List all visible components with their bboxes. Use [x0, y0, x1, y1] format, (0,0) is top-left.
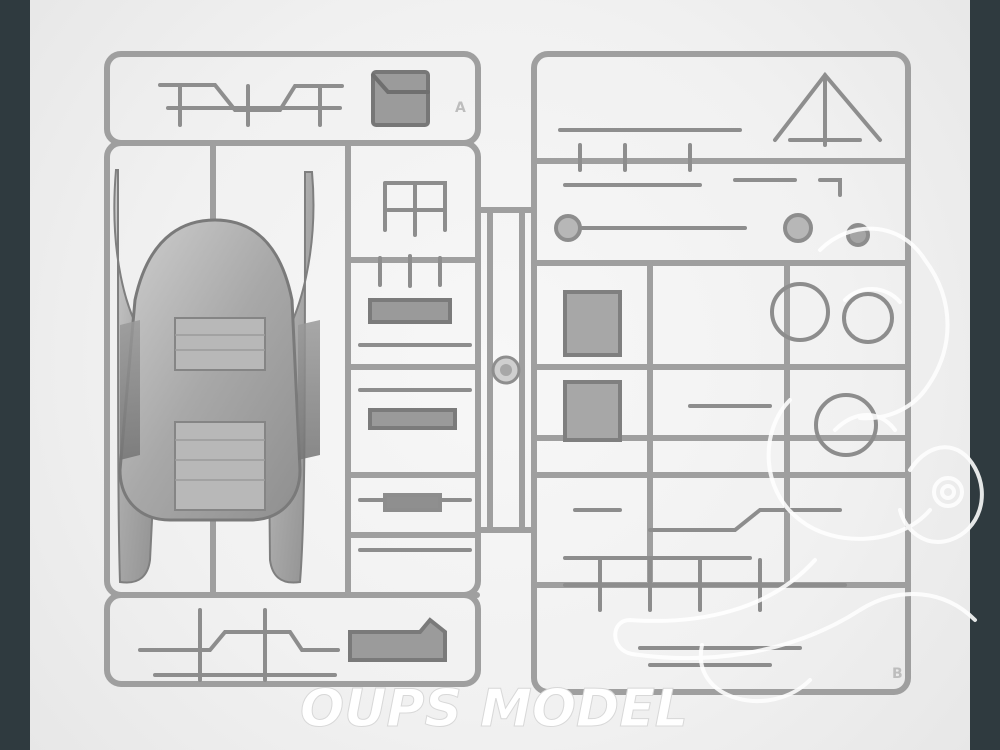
watermark-text: OUPS MODEL	[300, 679, 688, 739]
frame-letter-b: B	[892, 666, 903, 682]
right-lower-parts	[563, 508, 847, 667]
right-middle-parts	[554, 213, 894, 457]
sprue-frame-a	[104, 51, 537, 687]
left-middle-parts	[358, 181, 472, 552]
left-bottom-parts	[138, 608, 447, 682]
right-top-parts	[558, 71, 882, 197]
sprue-hub	[491, 355, 521, 385]
frame-letter-a: A	[455, 100, 466, 116]
chassis-body	[113, 169, 320, 584]
sprue-frame-b	[531, 51, 911, 695]
watermark-mascot	[613, 226, 984, 704]
left-top-parts	[158, 70, 430, 127]
